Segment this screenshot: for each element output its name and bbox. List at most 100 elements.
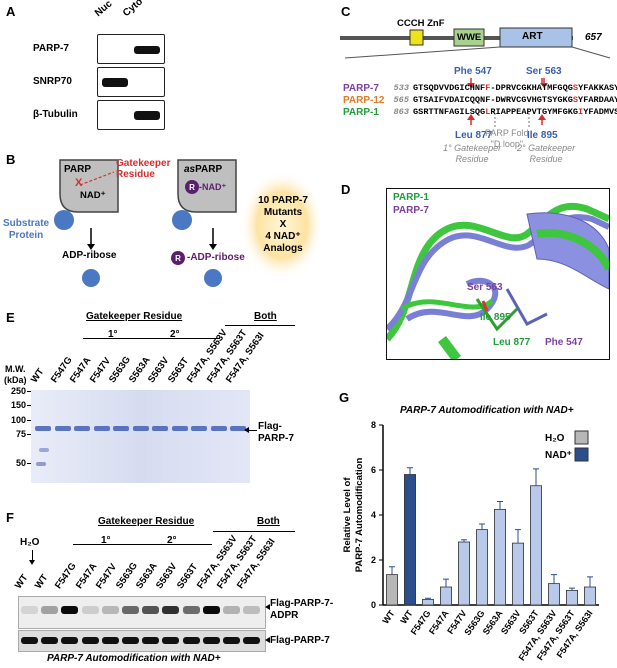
f-lane-label: WT [33,572,51,591]
znf-domain [409,29,424,46]
f-caption: PARP-7 Automodification with NAD+ [47,653,221,664]
ile-label: Ile 895 [527,130,558,141]
blot-adpr [18,596,266,629]
legend-parp1: PARP-1 [393,192,429,203]
substrate-circle-1 [54,210,74,230]
bar [566,589,578,606]
gel-band [54,426,71,431]
bar [386,574,398,606]
y-tick-label: 2 [371,555,376,565]
y-tick-label: 4 [371,510,376,520]
seq-hl2: S [572,83,579,93]
f-lane-label: F547G [53,560,80,591]
e-g1: 1° [108,329,118,340]
bar [422,598,434,606]
mw-marker: 100 [10,415,26,425]
flag-band [243,637,261,644]
blot-snrp70 [97,67,165,97]
label-leu: Leu 877 [493,337,531,348]
col-nuc: Nuc [92,0,115,20]
gel-band [210,426,227,431]
panel-f-letter: F [6,510,14,525]
blot-parp7 [97,34,165,64]
flag-band [202,637,220,644]
ser-label: Ser 563 [526,66,562,77]
e-both: Both [254,311,277,322]
parp-box [59,159,119,213]
adpr-band [41,606,59,614]
f-h2o: H₂O [20,537,40,548]
seq-pre: GSRTTNFAGILSQG [413,107,486,117]
gel-band [171,426,188,431]
bar [476,529,488,606]
f-band1-label: Flag-PARP-7- ADPR [270,598,334,621]
y-tick-label: 6 [371,465,376,475]
panel-c-letter: C [341,4,351,19]
seq-start: 863 [393,107,409,117]
x-tick-label: WT [380,608,397,626]
panel-a-letter: A [6,4,16,19]
nad-label: NAD⁺ [80,190,106,201]
row-parp7: PARP-7 [33,43,69,54]
leu-label: Leu 877 [455,130,493,141]
flag-band [21,637,38,644]
panel-b-letter: B [6,152,16,167]
adpr-band [61,606,79,614]
gel-band [35,426,51,431]
r-nad-label: -NAD⁺ [199,182,227,192]
f-band2-label: Flag-PARP-7 [270,635,330,646]
seq-mid: RIAPPEAPVTGYMFGKG [490,107,579,117]
bar [530,485,542,606]
f-title: Gatekeeper Residue [98,516,195,527]
g2-label: 2° Gatekeeper Residue [517,143,576,164]
panel-e-letter: E [6,310,15,325]
seq-hl1: L [485,107,491,117]
seq-pre: GTSQDVVDGICHNF [413,83,486,93]
adpr-band [162,606,180,614]
flag-band [81,637,99,644]
flag-band [223,637,240,644]
seq-post: YFADMVSKSAN [583,107,617,117]
panel-b-diagram: R R [54,159,320,287]
r-letter-1: R [189,183,195,192]
seq-row-parp12: PARP-12 565 GTSAIFVDAICQQNF-DWRVCGVHGTSY… [343,94,617,106]
flag-band [162,637,180,644]
panel-d-letter: D [341,182,351,197]
adpr-band [243,606,261,614]
seq-post: YFAKKASYSHN [578,83,617,93]
f-both: Both [257,516,280,527]
legend-parp7: PARP-7 [393,205,429,216]
mutants-box-text: 10 PARP-7 Mutants X 4 NAD⁺ Analogs [258,195,308,254]
gel-coomassie [31,390,250,483]
mw-tick [27,391,31,392]
wwe-domain [453,28,485,47]
f-lane-label: WT [12,572,31,591]
y-axis-label: Relative Level of [342,477,353,553]
asparp-suffix: PARP [195,164,223,175]
flag-band [101,637,119,644]
mw-marker: 250 [10,386,26,396]
gel-band [93,426,110,431]
mw-marker: 150 [10,400,26,410]
structure-box: PARP-1 PARP-7 Ser 563 Ile 895 Leu 877 Ph… [386,188,610,360]
adpr-band [202,606,220,614]
y-axis-label: PARP-7 Automodification [354,458,365,573]
seq-name: PARP-12 [343,94,385,106]
flag-band [142,637,160,644]
g1-label: 1° Gatekeeper Residue [443,143,502,164]
y-tick-label: 8 [371,420,376,430]
gel-band [152,426,168,431]
mw-tick [27,405,31,406]
row-tubulin: β-Tubulin [33,109,78,120]
structure-render [387,202,609,359]
bar [458,541,470,606]
f-g1: 1° [101,535,111,546]
bar [584,586,596,606]
bar [548,583,560,606]
legend-swatch [574,447,589,462]
gel-band [74,426,90,431]
gatekeeper-label: Gatekeeper Residue [116,158,171,180]
adp-ribose-label: ADP-ribose [62,250,117,261]
